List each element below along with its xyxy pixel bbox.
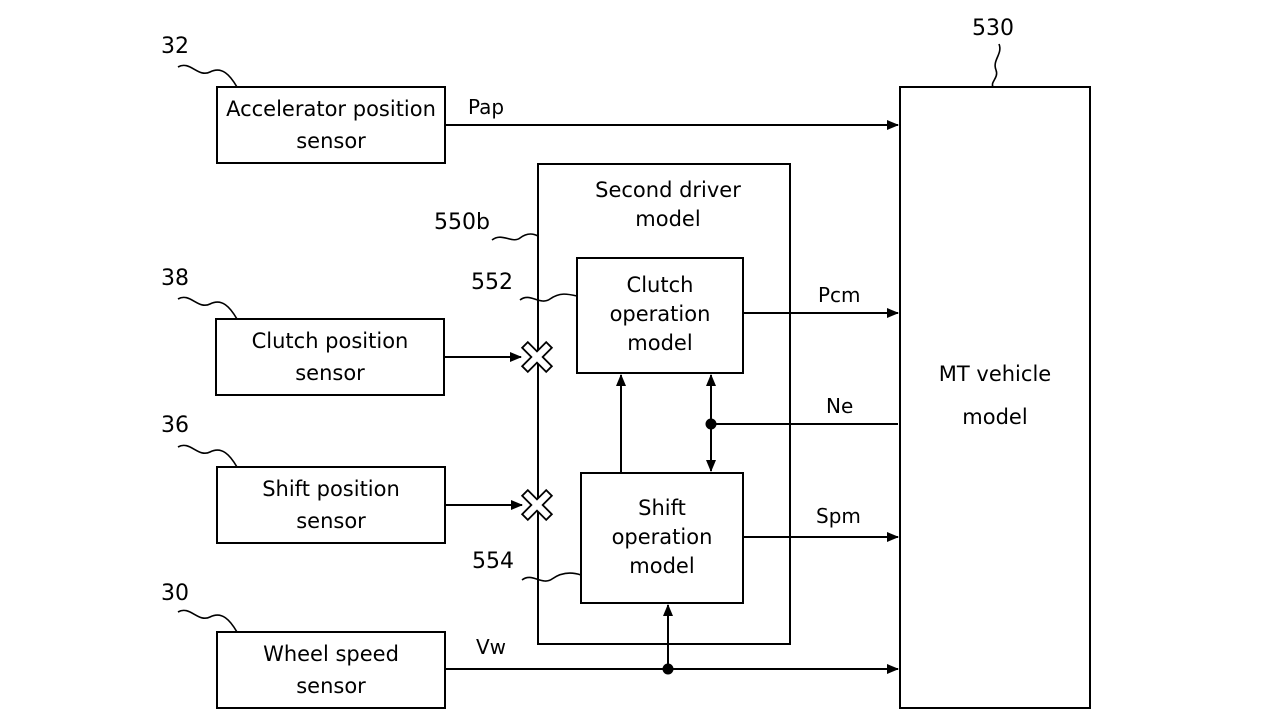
mt-vehicle-model-block: MT vehicle model <box>899 86 1091 709</box>
accelerator-sensor-label-line-2: sensor <box>296 129 366 153</box>
ref-driver-model: 550b <box>434 210 490 235</box>
clutch-position-sensor-block: Clutch position sensor <box>215 318 445 396</box>
shift-model-label-line-1: Shift <box>638 496 686 520</box>
vehicle-model-label-line-1: MT vehicle <box>939 362 1051 386</box>
shift-model-label-line-2: operation <box>612 525 713 549</box>
pcm-signal-label: Pcm <box>818 283 861 307</box>
vw-junction-dot <box>662 663 674 675</box>
ref-clutch-sensor: 38 <box>161 266 189 291</box>
pap-signal-label: Pap <box>468 95 504 119</box>
ref-vehicle-model: 530 <box>972 16 1014 41</box>
leader-driver-model <box>491 233 539 241</box>
wheel-sensor-label-line-2: sensor <box>296 674 366 698</box>
clutch-operation-model-block: Clutch operation model <box>576 257 744 374</box>
clutch-sensor-label-line-1: Clutch position <box>252 329 409 353</box>
clutch-signal-blocked-cross-icon <box>520 340 554 374</box>
leader-clutch-model <box>519 293 578 302</box>
leader-accelerator-sensor <box>177 64 238 88</box>
clutch-model-label-line-2: operation <box>610 302 711 326</box>
ne-signal-label: Ne <box>826 394 853 418</box>
leader-clutch-sensor <box>177 296 238 320</box>
ne-junction-dot <box>705 418 717 430</box>
leader-wheel-sensor <box>177 609 238 633</box>
clutch-model-label-line-3: model <box>627 331 692 355</box>
ref-shift-sensor: 36 <box>161 413 189 438</box>
driver-model-label-line-1: Second driver <box>595 178 741 202</box>
shift-signal-blocked-cross-icon <box>520 488 554 522</box>
spm-signal-label: Spm <box>816 504 861 528</box>
shift-sensor-label-line-2: sensor <box>296 509 366 533</box>
leader-shift-sensor <box>177 444 238 468</box>
leader-vehicle-model <box>991 43 1001 88</box>
driver-model-label-line-2: model <box>635 207 700 231</box>
shift-position-sensor-block: Shift position sensor <box>216 466 446 544</box>
ref-shift-model: 554 <box>472 549 514 574</box>
ref-wheel-sensor: 30 <box>161 581 189 606</box>
accelerator-sensor-label-line-1: Accelerator position <box>226 97 436 121</box>
accelerator-position-sensor-block: Accelerator position sensor <box>216 86 446 164</box>
shift-operation-model-block: Shift operation model <box>580 472 744 604</box>
shift-model-label-line-3: model <box>629 554 694 578</box>
shift-sensor-label-line-1: Shift position <box>262 477 400 501</box>
leader-shift-model <box>521 572 582 582</box>
wheel-sensor-label-line-1: Wheel speed <box>263 642 399 666</box>
clutch-model-label-line-1: Clutch <box>627 273 694 297</box>
vehicle-model-label-line-2: model <box>962 405 1027 429</box>
ref-clutch-model: 552 <box>471 270 513 295</box>
wheel-speed-sensor-block: Wheel speed sensor <box>216 631 446 709</box>
clutch-sensor-label-line-2: sensor <box>295 361 365 385</box>
vw-signal-label: Vw <box>476 635 506 659</box>
ref-accelerator-sensor: 32 <box>161 34 189 59</box>
